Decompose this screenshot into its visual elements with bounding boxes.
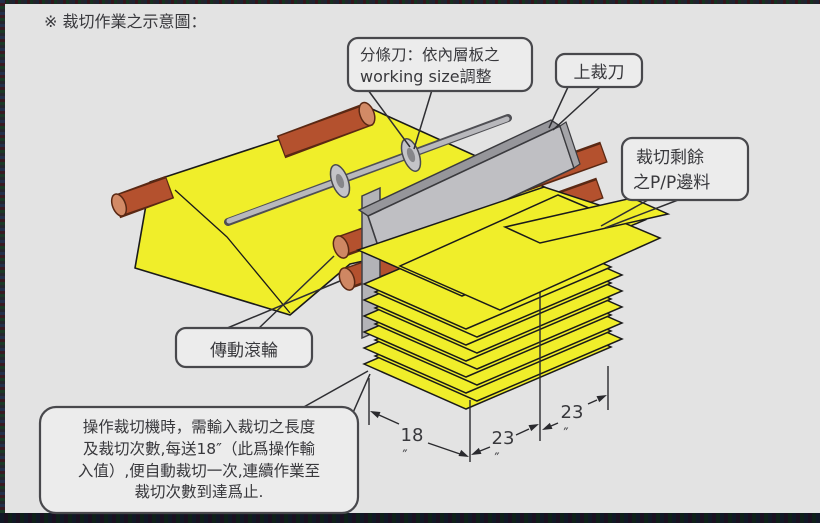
dim-width1-value: 23 [492,428,515,449]
dim-width2-line-a [550,422,559,427]
dim-width1-line-b [515,428,530,436]
arrowhead [471,447,482,455]
scan-border-bottom [0,513,820,523]
callout-boxes [38,36,750,515]
dim-feed-value: 18 [401,425,424,446]
dim-width1-line-a [479,446,491,452]
slitter-callout-line2: working size調整 [360,67,492,86]
drive-roller-upper-cap [332,235,350,259]
arrowhead [596,395,607,403]
leader-upper-cutter-a [548,86,569,129]
arrowhead [370,411,381,419]
upper-cutter-callout-label: 上裁刀 [574,63,625,83]
slitter-callout-line1: 分條刀：依內層板之 [360,46,500,64]
dim-feed-line-a [378,414,400,425]
leader-slitter-a [367,89,411,148]
upper-cutter-callout-box [554,52,644,89]
slitter-callout-box [346,36,534,93]
leader-note-a [301,370,369,409]
slitter-disc-right-hub [406,147,416,163]
drive-roller-callout-box [174,326,314,369]
operation-note-line2: 及裁切次數,每送18″（此爲操作輸 [83,440,315,458]
dim-width2-unit: ″ [563,426,568,442]
leader-pp-scrap-b [604,199,679,229]
feed-roller-left-cap [110,193,128,217]
operation-note-line4: 裁切次數到達爲止. [135,483,264,501]
upper-blade-end [559,121,581,169]
slitter-shaft [224,114,512,226]
arrowhead [542,422,553,430]
drive-roller-callout-label: 傳動滾輪 [210,341,278,361]
feed-roller-right-body [278,105,372,156]
pp-scrap-callout-box [620,136,750,202]
loose-sheets [355,186,671,311]
pp-scrap-callout-line2: 之P/P邊料 [633,173,710,193]
operation-note-box [38,405,360,515]
drive-roller-lower-cap [338,267,356,291]
dim-width2-line-b [587,399,598,405]
leader-slitter-b [413,89,433,150]
feed-roller-right-cap [358,101,376,127]
feed-roller [110,101,376,219]
upper-blade [357,119,581,260]
pp-scrap-callout-line1: 裁切剩餘 [636,148,704,168]
scan-border-left [0,0,5,523]
arrowhead [458,449,469,457]
slitter-disc-left [329,164,351,198]
dim-width2-value: 23 [561,402,584,423]
page-title: ※ 裁切作業之示意圖： [44,12,207,31]
arrowhead [528,424,539,432]
scan-border-top [0,0,820,4]
leader-upper-cutter-b [552,86,601,131]
slitter-disc-left-hub [335,173,345,189]
pp-edge-strip [502,197,671,244]
paper-web-fold-line [174,189,291,314]
leader-lines [224,86,679,425]
dim-feed-unit: ″ [402,448,407,464]
slitter-shaft-body [226,116,510,224]
diagram-text: ※ 裁切作業之示意圖： 分條刀：依內層板之 working size調整 上裁刀… [44,12,710,501]
dim-feed-line-b [427,442,461,455]
leader-pp-scrap-a [600,199,649,227]
operation-note-line3: 入值）,便自動裁切一次,連續作業至 [78,462,320,480]
operation-note-line1: 操作裁切機時，需輸入裁切之長度 [83,418,316,436]
leader-drive-roller-b [257,255,335,330]
slitter-disc-right [400,138,422,172]
dim-width1-unit: ″ [494,451,499,467]
